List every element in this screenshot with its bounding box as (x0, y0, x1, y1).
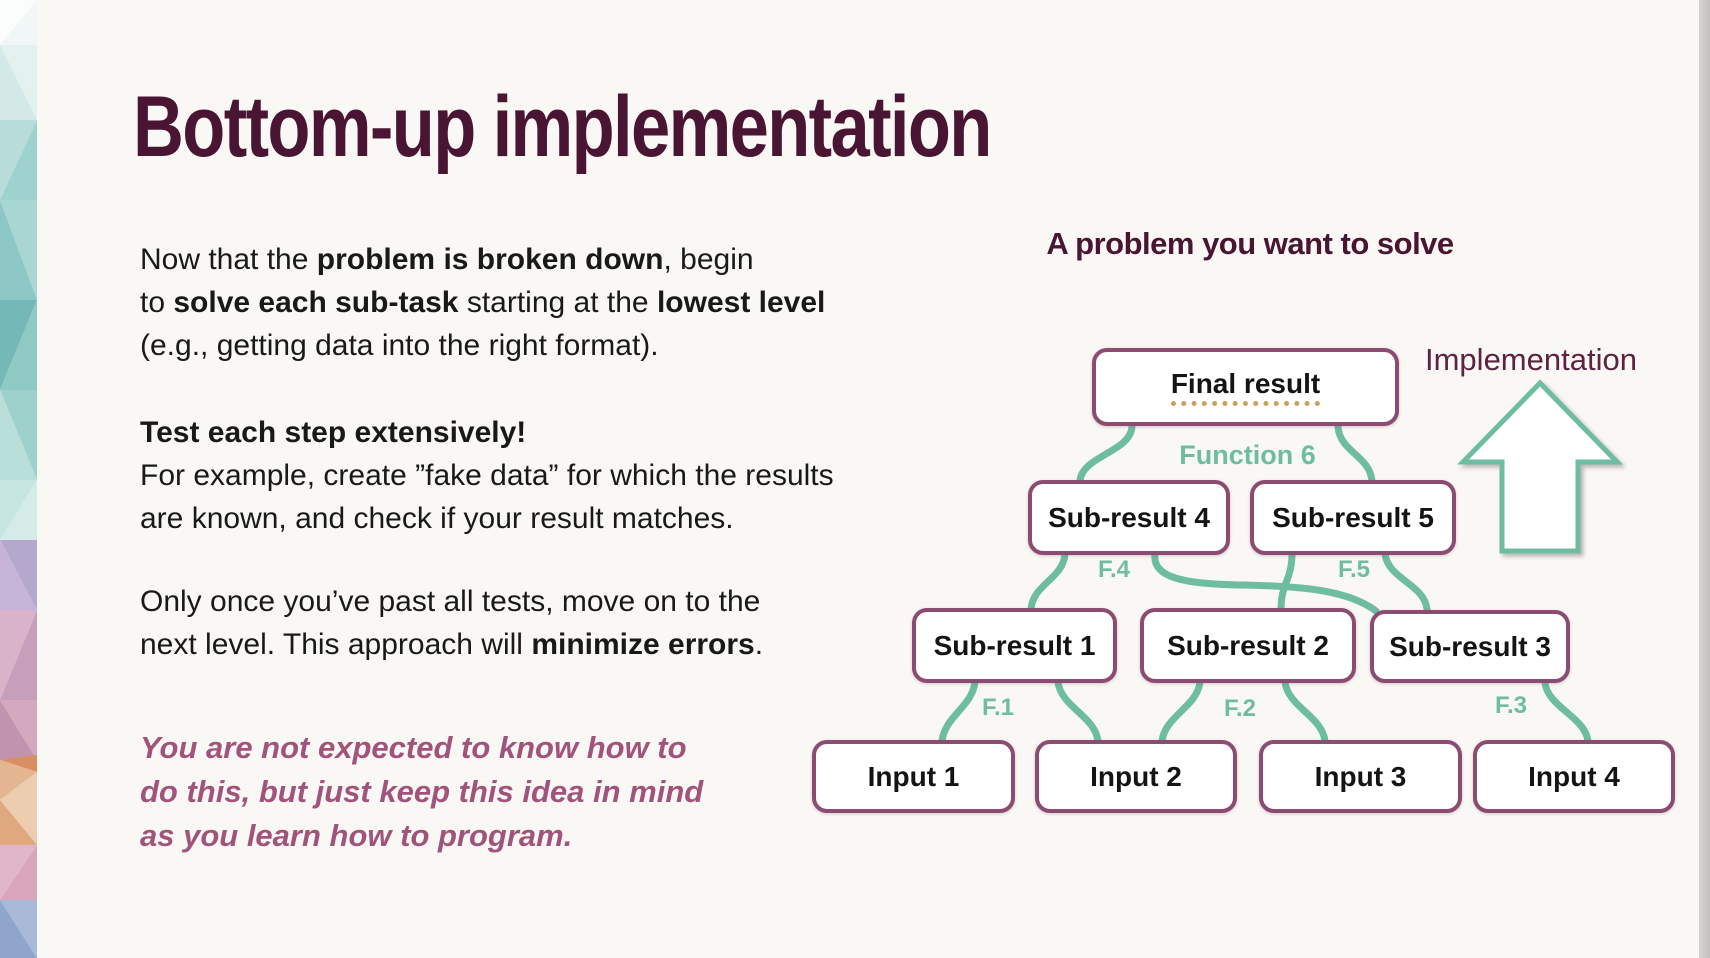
slide-right-edge (1699, 0, 1710, 958)
connector-final-sub5 (1334, 423, 1376, 485)
node-label: Sub-result 4 (1048, 501, 1210, 533)
connector-sub4-sub1 (1027, 550, 1069, 613)
body-text: Now that the (140, 243, 317, 276)
connector-sub2-input2 (1158, 678, 1204, 745)
node-input-1: Input 1 (812, 740, 1015, 813)
function-1-label: F.1 (982, 694, 1015, 721)
node-label: Input 1 (867, 760, 960, 792)
paragraph-breakdown: Now that the problem is broken down, beg… (140, 238, 940, 367)
body-text: to (140, 286, 174, 319)
body-text-bold: solve each sub-task (173, 286, 459, 319)
body-text-bold: problem is broken down (316, 243, 664, 276)
node-label: Sub-result 3 (1389, 630, 1551, 662)
body-text-block: Now that the problem is broken down, beg… (140, 238, 940, 858)
body-text-bold: Test each step extensively! (140, 416, 527, 449)
function-6-label: Function 6 (1179, 440, 1316, 470)
node-input-4: Input 4 (1473, 740, 1675, 813)
node-label: Sub-result 1 (933, 629, 1096, 661)
body-text: , begin (663, 243, 754, 276)
paragraph-note-purple: You are not expected to know how to do t… (140, 726, 940, 858)
body-text: Only once you’ve past all tests, move on… (140, 585, 761, 618)
node-sub-result-1: Sub-result 1 (912, 608, 1117, 683)
node-label: Input 2 (1090, 760, 1182, 792)
body-text-bold: lowest level (656, 286, 826, 319)
connector-sub1-input1 (938, 678, 979, 745)
body-text: (e.g., getting data into the right forma… (140, 329, 659, 362)
body-text: next level. This approach will (140, 628, 532, 661)
up-arrow-icon (1457, 379, 1623, 554)
diagram-heading: A problem you want to solve (1046, 226, 1454, 261)
slide-title: Bottom-up implementation (133, 79, 992, 175)
node-sub-result-2: Sub-result 2 (1140, 608, 1356, 683)
node-sub-result-3: Sub-result 3 (1370, 610, 1570, 683)
node-label: Input 4 (1528, 760, 1620, 792)
node-input-2: Input 2 (1035, 740, 1237, 813)
node-sub-result-4: Sub-result 4 (1028, 480, 1230, 555)
function-3-label: F.3 (1495, 692, 1528, 719)
final-result-label: Final result (1170, 368, 1321, 406)
node-sub-result-5: Sub-result 5 (1250, 480, 1456, 555)
decorative-triangle-strip (0, 0, 37, 958)
connector-sub2-input3 (1281, 678, 1329, 745)
connector-sub3-input4 (1541, 679, 1592, 745)
note-line: as you learn how to program. (140, 818, 573, 853)
note-line: You are not expected to know how to (140, 730, 687, 765)
body-text: For example, create ”fake data” for whic… (140, 459, 834, 492)
paragraph-next-level: Only once you’ve past all tests, move on… (140, 580, 940, 666)
note-line: do this, but just keep this idea in mind (140, 774, 704, 809)
implementation-label: Implementation (1425, 342, 1637, 377)
connector-sub5-sub3 (1381, 550, 1431, 613)
connector-sub5-sub2 (1277, 550, 1296, 613)
connector-sub1-input2 (1054, 678, 1102, 745)
function-2-label: F.2 (1224, 695, 1257, 722)
body-text: . (754, 628, 764, 661)
body-text-bold: minimize errors (531, 628, 755, 661)
node-final-result: Final result (1092, 348, 1399, 426)
node-input-3: Input 3 (1259, 740, 1462, 813)
node-label: Input 3 (1314, 760, 1407, 792)
body-text: are known, and check if your result matc… (140, 502, 734, 535)
connector-sub4-sub3-sweep (1151, 550, 1380, 615)
node-label: Sub-result 2 (1167, 629, 1329, 661)
connector-final-sub4 (1076, 423, 1136, 485)
body-text: starting at the (458, 286, 657, 319)
function-5-label: F.5 (1338, 556, 1371, 583)
function-4-label: F.4 (1098, 556, 1131, 583)
paragraph-testing: Test each step extensively! For example,… (140, 411, 940, 540)
node-label: Sub-result 5 (1272, 501, 1434, 533)
